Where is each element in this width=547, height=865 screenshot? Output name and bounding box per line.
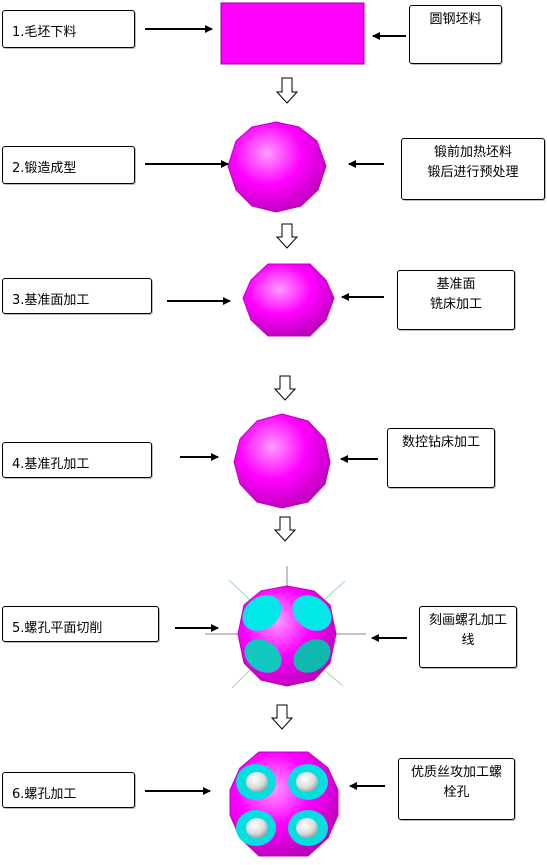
cut-face-top-right [292,595,332,631]
cut-face-bottom-left [244,639,282,673]
step-3-desc-line-2: 铣床加工 [429,297,482,312]
step-3-desc: 基准面 铣床加工 [397,270,515,330]
down-arrow-4 [273,516,297,542]
step-2-desc-line-1: 锻前加热坯料 [433,145,512,160]
threaded-ball-group [229,751,339,857]
step-4-label: 4.基准孔加工 [2,442,152,478]
down-arrow-3 [273,375,297,401]
step-4-desc-line-1: 数控钻床加工 [401,435,480,450]
screw-hole-bottom-right [296,818,318,838]
forged-ball-shape [227,121,327,213]
step-6-desc-line-1: 优质丝攻加工螺 [410,765,502,780]
step-1-desc: 圆钢坯料 [409,5,502,64]
step-2-label: 2.锻造成型 [2,146,135,184]
step-1-label: 1.毛坯下料 [2,10,135,48]
step-5-desc-line-1: 刻画螺孔加工 [428,613,507,628]
step-5-label: 5.螺孔平面切削 [2,606,159,642]
step-4-desc: 数控钻床加工 [387,428,495,488]
step-5-desc: 刻画螺孔加工 线 [419,606,517,668]
cut-face-bottom-right [293,639,331,673]
step-2-desc: 锻前加热坯料 锻后进行预处理 [401,138,545,200]
plane-cut-ball-group [205,566,366,689]
screw-hole-top-right [296,772,318,792]
step-3-desc-line-1: 基准面 [436,277,476,292]
down-arrow-1 [275,77,299,104]
step-3-label: 3.基准面加工 [2,278,152,314]
bar-stock-shape [220,2,365,65]
down-arrow-5 [270,704,294,730]
datum-face-ball-shape [242,263,335,337]
step-1-desc-line-1: 圆钢坯料 [429,12,482,27]
step-6-label: 6.螺孔加工 [2,772,135,808]
step-2-desc-line-2: 锻后进行预处理 [427,165,519,180]
step-6-desc: 优质丝攻加工螺 栓孔 [398,758,515,820]
down-arrow-2 [275,223,299,249]
cut-face-top-left [242,595,282,631]
step-6-desc-line-2: 栓孔 [443,785,470,800]
screw-hole-top-left [246,772,268,792]
screw-hole-bottom-left [246,818,268,838]
step-5-desc-line-2: 线 [461,633,475,648]
datum-hole-ball-shape [233,413,331,509]
